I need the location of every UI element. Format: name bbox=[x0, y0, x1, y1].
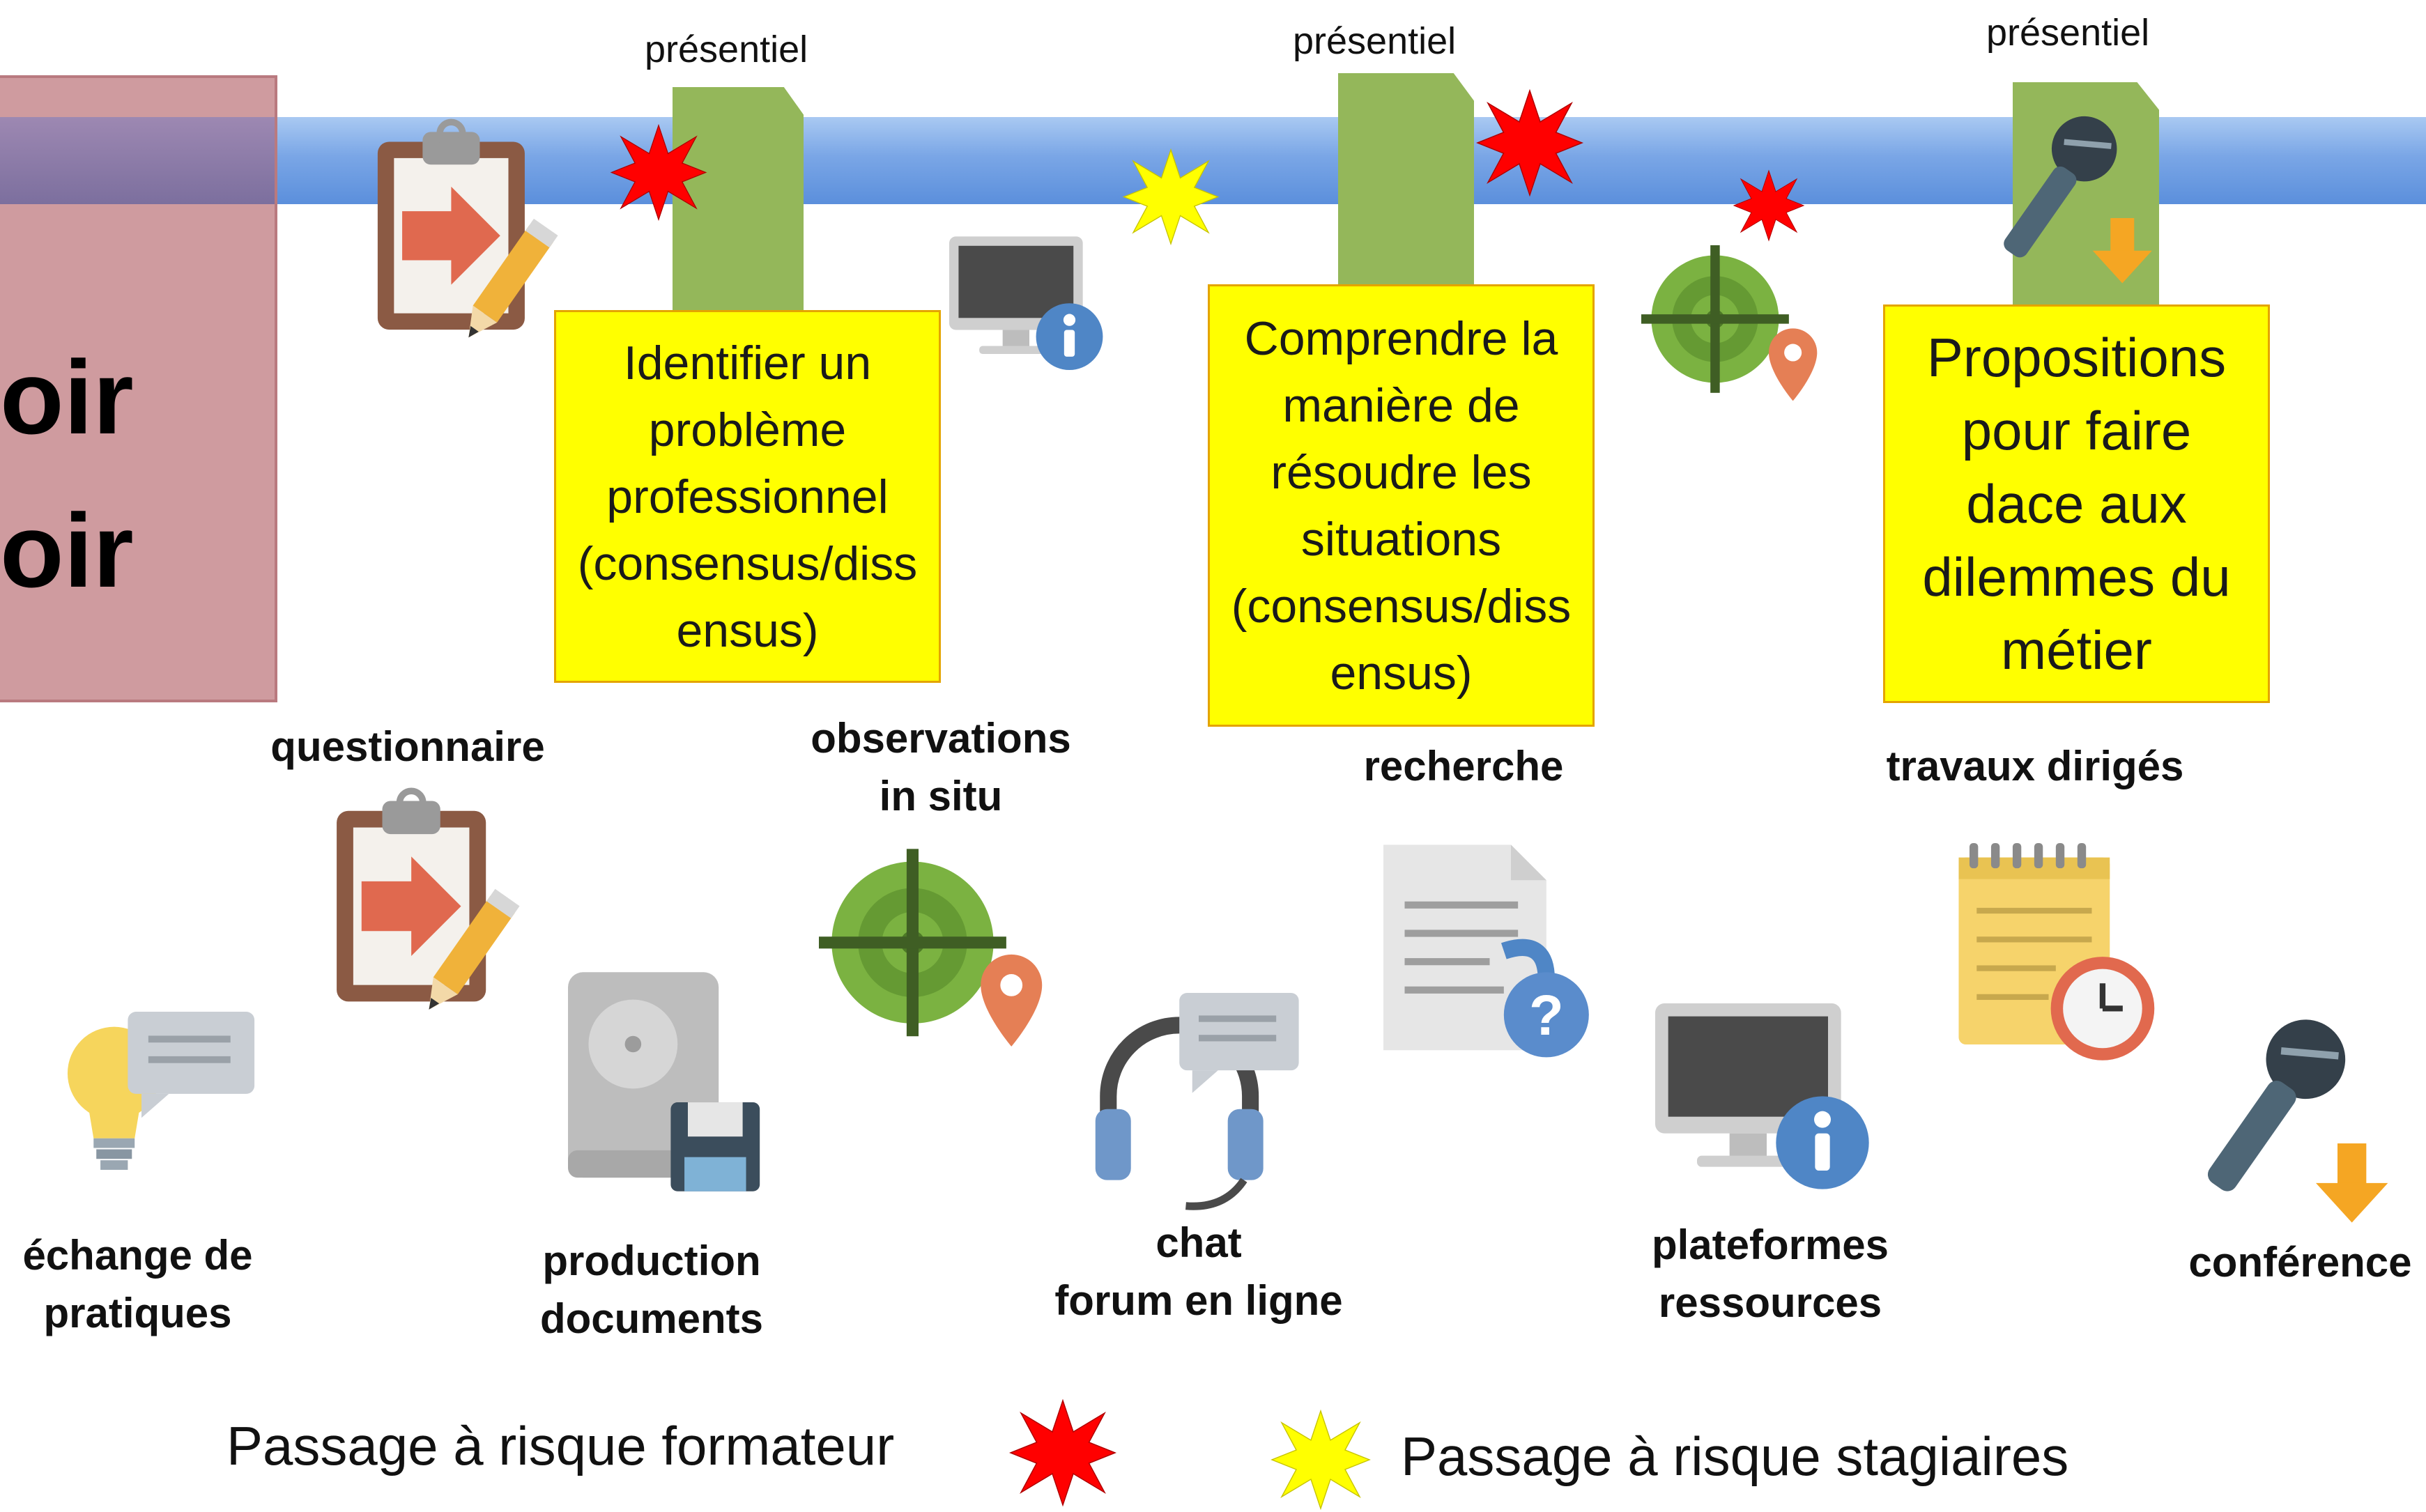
notepad-clock-icon bbox=[1958, 843, 2160, 1066]
session-2-note-line: Comprendre la bbox=[1244, 311, 1558, 365]
legend-formateur-burst bbox=[1007, 1400, 1119, 1506]
title-line-1: oir bbox=[0, 345, 134, 449]
session-2-note-line: résoudre les bbox=[1270, 445, 1532, 499]
risk-burst-formateur bbox=[1733, 170, 1804, 241]
activity-label-travaux: travaux dirigés bbox=[1861, 737, 2209, 795]
monitor-info-icon bbox=[949, 233, 1110, 380]
activity-label-observations: observations in situ bbox=[801, 709, 1080, 825]
activity-label-production: production documents bbox=[509, 1232, 794, 1348]
session-3-note-line: métier bbox=[2001, 619, 2152, 681]
target-location-icon bbox=[819, 836, 1049, 1066]
activity-label-plateformes: plateformes ressources bbox=[1617, 1216, 1924, 1332]
label-line: ressources bbox=[1658, 1279, 1882, 1326]
microphone-download-icon bbox=[1984, 103, 2164, 289]
target-location-icon bbox=[1641, 233, 1822, 418]
label-line: plateformes bbox=[1651, 1221, 1889, 1268]
label-line: in situ bbox=[879, 773, 1003, 819]
session-1-note-line: (consensus/diss bbox=[577, 537, 918, 590]
legend-stagiaires-burst bbox=[1265, 1410, 1376, 1509]
label-line: travaux dirigés bbox=[1886, 743, 2184, 789]
clipboard-arrow-pencil-icon bbox=[362, 125, 565, 362]
document-question-icon bbox=[1383, 843, 1596, 1066]
clipboard-arrow-pencil-icon bbox=[319, 794, 528, 1035]
session-2-tab bbox=[1338, 73, 1474, 303]
session-2-label: présentiel bbox=[1293, 20, 1457, 62]
session-3-note-line: dace aux bbox=[1966, 472, 2187, 534]
lightbulb-chat-icon bbox=[66, 975, 258, 1205]
risk-burst-formateur bbox=[606, 125, 711, 220]
label-line: conférence bbox=[2188, 1239, 2412, 1286]
legend-formateur-label: Passage à risque formateur bbox=[227, 1415, 895, 1476]
title-box-stripe bbox=[0, 117, 275, 204]
microphone-download-icon bbox=[2184, 1004, 2411, 1230]
headset-chat-icon bbox=[1087, 993, 1310, 1212]
legend-stagiaires-label: Passage à risque stagiaires bbox=[1401, 1426, 2069, 1487]
label-line: documents bbox=[539, 1295, 764, 1342]
title-line-2: oir bbox=[0, 498, 134, 603]
label-line: échange de bbox=[22, 1232, 253, 1279]
session-1-tab bbox=[673, 87, 804, 317]
session-2-note-line: situations bbox=[1300, 512, 1502, 566]
session-3-note: Propositions pour faire dace aux dilemme… bbox=[1883, 304, 2270, 703]
activity-label-echange: échange de pratiques bbox=[0, 1226, 275, 1342]
session-2-note-line: manière de bbox=[1282, 378, 1520, 432]
session-1-note-line: professionnel bbox=[606, 470, 889, 523]
risk-burst-stagiaires bbox=[1119, 149, 1223, 245]
label-line: chat bbox=[1156, 1219, 1242, 1266]
session-1-label: présentiel bbox=[645, 29, 808, 70]
label-line: observations bbox=[811, 715, 1071, 762]
risk-burst-formateur bbox=[1464, 90, 1596, 196]
activity-label-questionnaire: questionnaire bbox=[265, 718, 551, 776]
activity-label-conference: conférence bbox=[2174, 1233, 2426, 1291]
hard-disk-save-icon bbox=[568, 972, 767, 1195]
session-1-note: Identifier un problème professionnel (co… bbox=[554, 310, 941, 683]
session-1-note-line: Identifier un bbox=[623, 336, 872, 389]
label-line: questionnaire bbox=[270, 723, 545, 770]
session-3-note-line: pour faire bbox=[1961, 399, 2192, 461]
session-3-note-line: Propositions bbox=[1926, 326, 2227, 388]
label-line: pratiques bbox=[43, 1290, 232, 1336]
session-2-note-line: (consensus/diss bbox=[1231, 579, 1572, 633]
session-2-note: Comprendre la manière de résoudre les si… bbox=[1208, 284, 1595, 727]
session-3-note-line: dilemmes du bbox=[1922, 546, 2231, 608]
label-line: forum en ligne bbox=[1054, 1277, 1343, 1324]
session-1-note-line: problème bbox=[648, 403, 847, 456]
activity-label-chat: chat forum en ligne bbox=[1024, 1214, 1373, 1329]
label-line: recherche bbox=[1363, 743, 1564, 789]
session-1-note-line: ensus) bbox=[676, 603, 819, 657]
session-3-label: présentiel bbox=[1986, 12, 2150, 54]
monitor-info-icon bbox=[1655, 1003, 1878, 1198]
session-2-note-line: ensus) bbox=[1330, 646, 1473, 700]
label-line: production bbox=[542, 1237, 761, 1284]
activity-label-recherche: recherche bbox=[1324, 737, 1603, 795]
